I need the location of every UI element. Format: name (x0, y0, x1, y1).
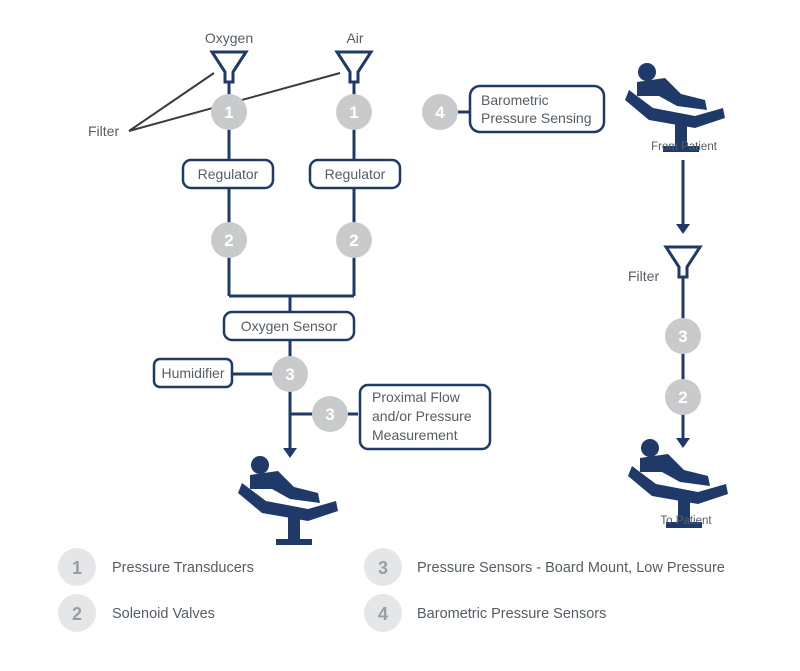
legend: 1 Pressure Transducers 2 Solenoid Valves… (58, 548, 725, 632)
badge-transducer-oxygen (211, 94, 247, 130)
barometric-box (468, 84, 606, 134)
badge-transducer-air (336, 94, 372, 130)
patient-icon-left (238, 456, 338, 545)
humidifier-label: Humidifier (161, 365, 224, 381)
badge-valve-air (336, 222, 372, 258)
return-filter-icon (663, 245, 703, 279)
legend-badge-1 (58, 548, 96, 586)
badge-sensor-return-num: 3 (678, 327, 687, 346)
badge-sensor-humidifier (272, 356, 308, 392)
humidifier-box (152, 357, 234, 389)
oxygen-sensor-box (222, 310, 356, 342)
from-patient-label: From Patient (651, 141, 718, 153)
badge-barometric-num: 4 (435, 103, 445, 122)
oxygen-label: Oxygen (205, 30, 253, 46)
regulator-label-right: Regulator (325, 166, 386, 182)
flow-arrow-left (283, 448, 297, 458)
badge-barometric (422, 94, 458, 130)
filter-label-left: Filter (88, 123, 119, 139)
legend-badge-3 (364, 548, 402, 586)
air-filter-icon (334, 50, 374, 84)
badge-valve-oxygen (211, 222, 247, 258)
regulator-box-left (181, 158, 275, 190)
barometric-label-1: Barometric (481, 92, 549, 108)
legend-badge-4 (364, 594, 402, 632)
regulator-label-left: Regulator (198, 166, 259, 182)
badge-valve-return-num: 2 (678, 388, 687, 407)
proximal-label-1: Proximal Flow (372, 389, 461, 405)
proximal-box (358, 383, 492, 451)
badge-sensor-humidifier-num: 3 (285, 365, 294, 384)
legend-num-2: 2 (72, 604, 82, 624)
badge-valve-oxygen-num: 2 (224, 231, 233, 250)
badge-transducer-air-num: 1 (349, 103, 358, 122)
to-patient-label: To Patient (660, 515, 712, 527)
proximal-label-3: Measurement (372, 427, 458, 443)
badge-valve-air-num: 2 (349, 231, 358, 250)
legend-text-4: Barometric Pressure Sensors (417, 606, 606, 622)
legend-num-4: 4 (378, 604, 388, 624)
badge-sensor-proximal-num: 3 (325, 405, 334, 424)
oxygen-filter-icon (209, 50, 249, 84)
barometric-label-2: Pressure Sensing (481, 110, 592, 126)
air-label: Air (346, 30, 363, 46)
badge-sensor-return (665, 318, 701, 354)
legend-badge-2 (58, 594, 96, 632)
patient-icon-from (625, 63, 725, 152)
badge-transducer-oxygen-num: 1 (224, 103, 233, 122)
badge-valve-return (665, 379, 701, 415)
flow-arrow-right-1 (676, 224, 690, 234)
filter-label-right: Filter (628, 268, 659, 284)
legend-text-2: Solenoid Valves (112, 606, 215, 622)
flow-arrow-right-2 (676, 438, 690, 448)
proximal-label-2: and/or Pressure (372, 408, 472, 424)
legend-text-1: Pressure Transducers (112, 560, 254, 576)
legend-num-3: 3 (378, 558, 388, 578)
legend-text-3: Pressure Sensors - Board Mount, Low Pres… (417, 560, 725, 576)
oxygen-sensor-label: Oxygen Sensor (241, 318, 338, 334)
badge-sensor-proximal (312, 396, 348, 432)
regulator-box-right (308, 158, 402, 190)
legend-num-1: 1 (72, 558, 82, 578)
